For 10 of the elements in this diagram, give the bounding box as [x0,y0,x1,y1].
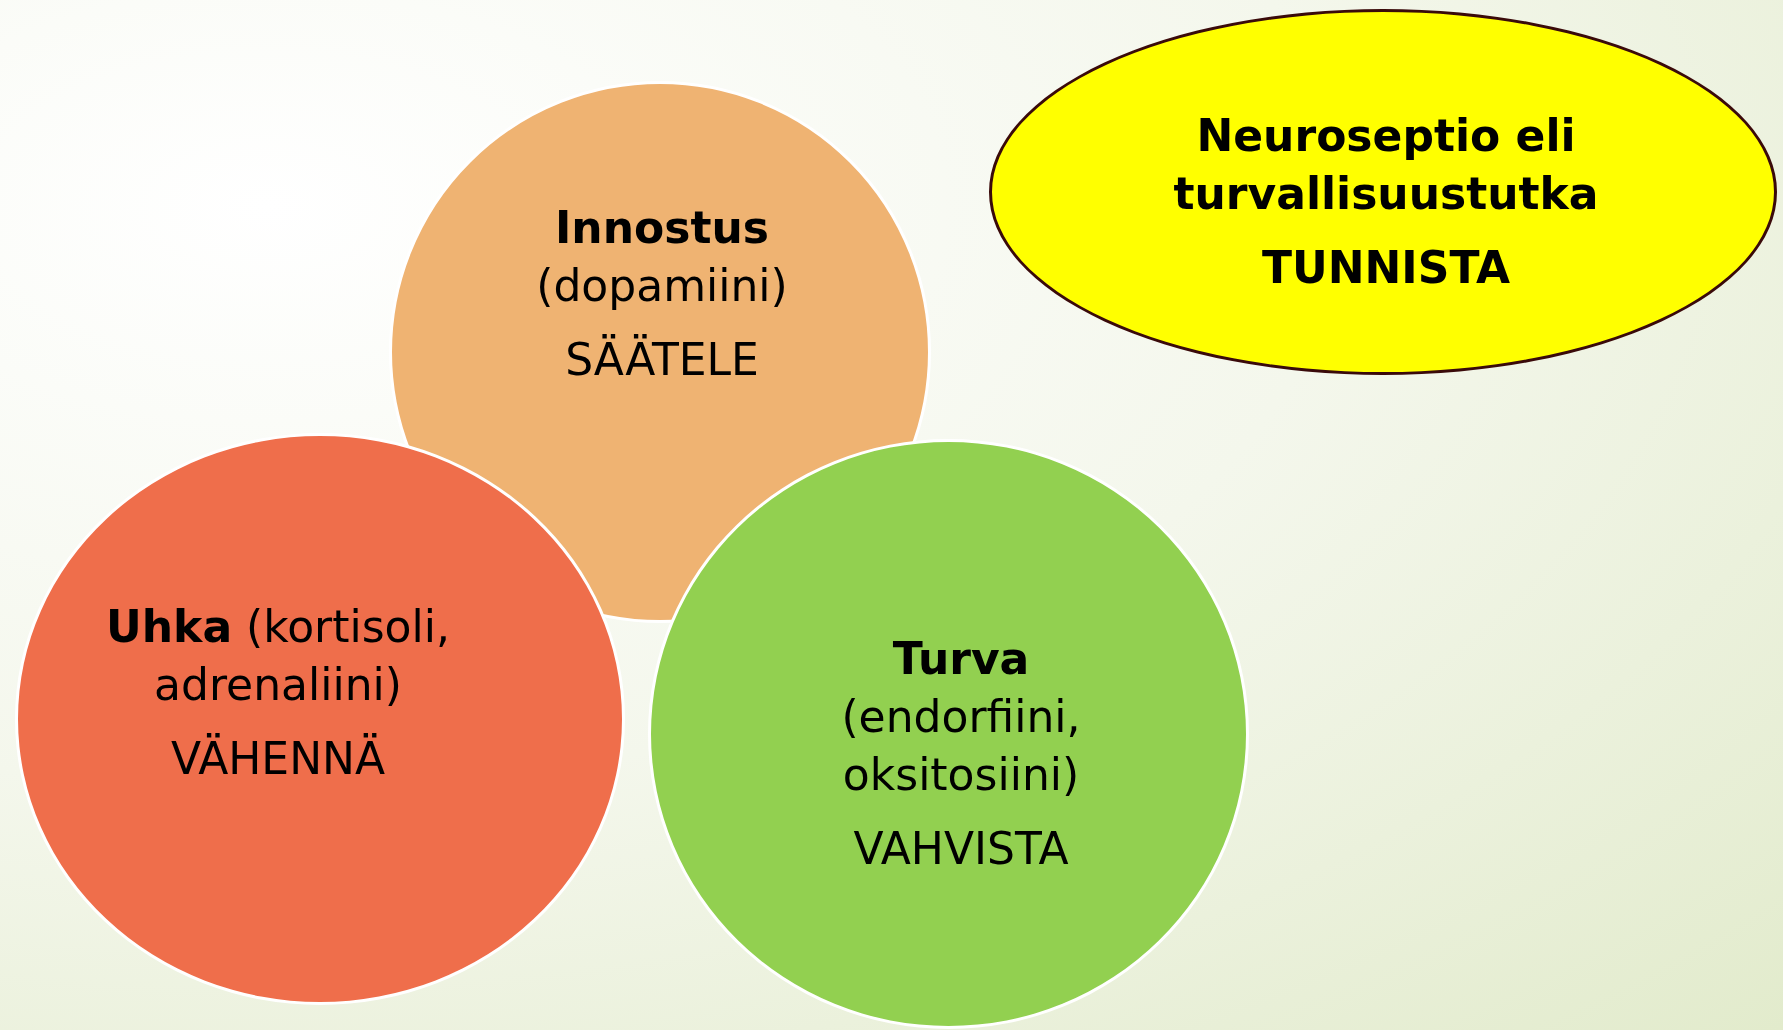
hormone-text: (dopamiini) [535,259,789,313]
action-word: VAHVISTA [852,822,1070,876]
heading-text: Uhka (kortisoli, adrenaliini) [105,600,451,712]
action-word: SÄÄTELE [564,333,760,387]
title-text: Neuroseptio eli turvallisuustutka [1172,109,1600,221]
hormone-text: (endorfiini, oksitosiini) [840,690,1082,802]
heading: Innostus [554,201,770,255]
action-word: TUNNISTA [1260,241,1512,295]
action-word: VÄHENNÄ [169,732,387,786]
heading: Turva [891,632,1031,686]
